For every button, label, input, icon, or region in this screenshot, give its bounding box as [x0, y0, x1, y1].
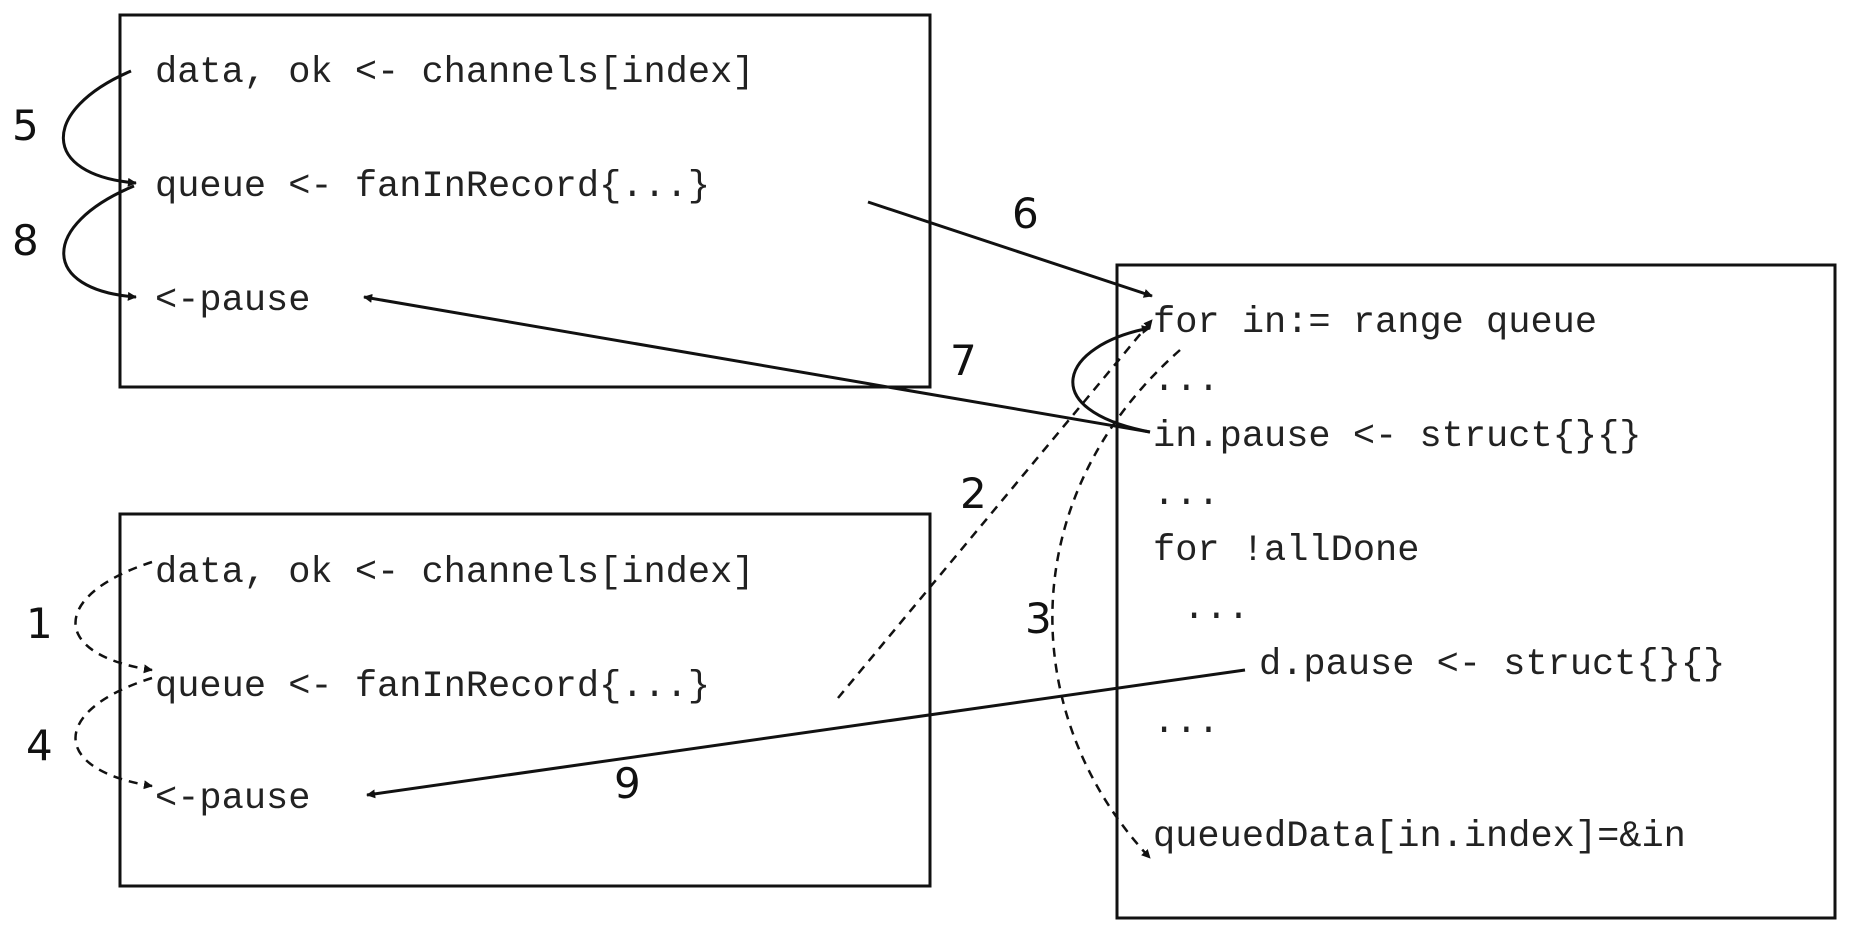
consumer-queued-data-line: queuedData[in.index]=&in	[1153, 816, 1686, 858]
arrow-step-5	[62, 69, 137, 187]
consumer-alldone-line: for !allDone	[1153, 530, 1419, 572]
arrow-step-4	[74, 676, 153, 790]
step-label-7: 7	[950, 336, 977, 385]
top-receive-line: data, ok <- channels[index]	[155, 52, 755, 94]
consumer-ellipsis-4: ...	[1153, 702, 1220, 744]
arrow-step-loop	[1071, 325, 1151, 434]
consumer-box	[1115, 263, 1837, 920]
arrow-step-7	[363, 293, 1151, 434]
step-label-8: 8	[12, 216, 39, 265]
step-label-2: 2	[960, 469, 987, 518]
arrow-step-3	[1051, 349, 1181, 859]
consumer-in-pause-line: in.pause <- struct{}{}	[1153, 416, 1641, 458]
consumer-ellipsis-2: ...	[1153, 474, 1220, 516]
bottom-queue-send-line: queue <- fanInRecord{...}	[155, 666, 710, 708]
consumer-range-line: for in:= range queue	[1153, 302, 1597, 344]
top-pause-line: <-pause	[155, 280, 310, 322]
arrow-step-6	[867, 200, 1153, 298]
arrow-step-9	[366, 668, 1246, 799]
consumer-d-pause-line: d.pause <- struct{}{}	[1259, 644, 1725, 686]
producer-box-bottom	[118, 512, 932, 888]
step-label-9: 9	[614, 759, 641, 808]
consumer-ellipsis-1: ...	[1153, 360, 1220, 402]
arrow-step-8	[62, 184, 137, 301]
step-label-3: 3	[1025, 594, 1052, 643]
step-label-5: 5	[12, 101, 39, 150]
top-queue-send-line: queue <- fanInRecord{...}	[155, 166, 710, 208]
step-label-4: 4	[26, 721, 53, 770]
step-label-1: 1	[26, 599, 53, 648]
bottom-pause-line: <-pause	[155, 778, 310, 820]
consumer-ellipsis-3: ...	[1183, 588, 1250, 630]
producer-box-top	[118, 13, 932, 389]
arrow-step-1	[74, 560, 153, 674]
bottom-receive-line: data, ok <- channels[index]	[155, 552, 755, 594]
step-label-6: 6	[1012, 189, 1039, 238]
arrow-step-2	[837, 319, 1153, 699]
